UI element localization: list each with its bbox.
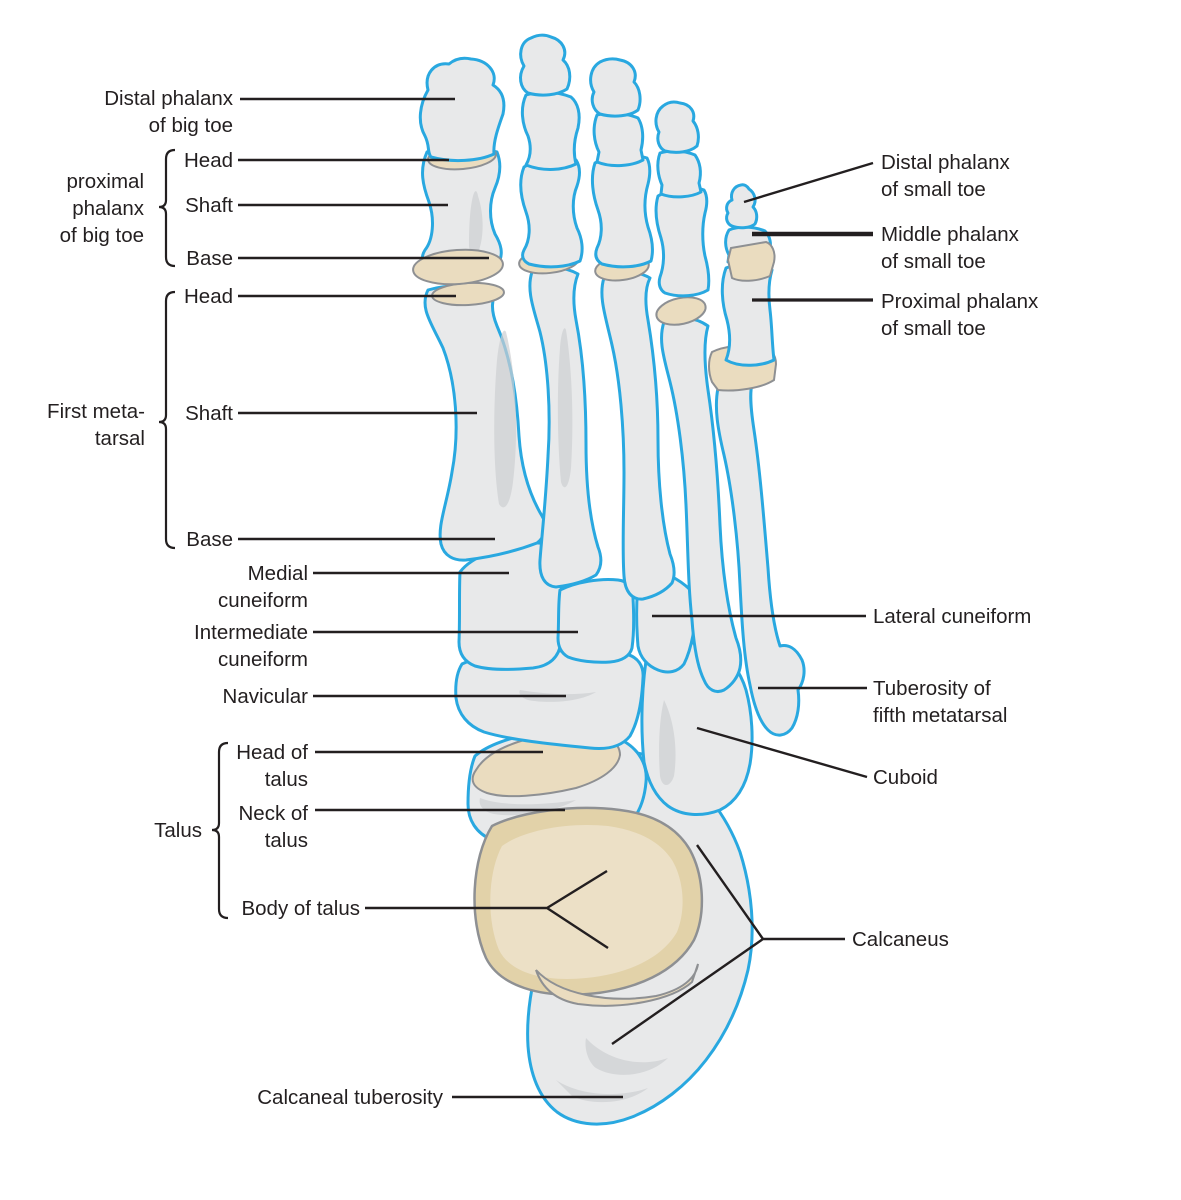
third-distal-phalanx-bone <box>589 57 642 118</box>
label-meta-base: Base <box>186 528 233 551</box>
second-toe-column <box>518 33 603 589</box>
fourth-metatarsal-bone <box>660 316 743 694</box>
bracket-talus-group <box>211 741 229 920</box>
label-proximal-phalanx-group-title: proximal phalanx of big toe <box>59 170 144 248</box>
label-medial-cuneiform: Medial cuneiform <box>217 562 308 613</box>
label-cuboid: Cuboid <box>873 766 938 789</box>
label-distal-phalanx-small-toe: Distal phalanx of small toe <box>881 151 1010 202</box>
talus-body-inner <box>490 824 683 979</box>
fourth-toe-base-cartilage <box>655 296 707 326</box>
label-proximal-phalanx-small-toe: Proximal phalanx of small toe <box>881 290 1039 341</box>
label-head-of-talus: Head of talus <box>236 741 308 792</box>
leader-body-of-talus <box>365 869 609 950</box>
calcaneus-shading <box>585 1038 668 1075</box>
fourth-proximal-phalanx-bone <box>654 186 711 298</box>
label-lateral-cuneiform: Lateral cuneiform <box>873 605 1032 628</box>
leader-calcaneus <box>611 844 845 1045</box>
label-tuberosity-fifth-metatarsal: Tuberosity of fifth metatarsal <box>873 677 1008 728</box>
bracket-first-metatarsal-group <box>158 290 176 550</box>
second-middle-phalanx-bone <box>520 90 581 171</box>
cuboid-shading <box>659 700 676 785</box>
small-toe-joint-cartilage <box>726 240 776 282</box>
label-talus-group-title: Talus <box>154 819 202 842</box>
second-distal-phalanx-bone <box>519 33 572 97</box>
label-meta-shaft: Shaft <box>185 402 233 425</box>
fourth-middle-phalanx-bone <box>656 149 703 199</box>
third-toe-column <box>589 57 676 601</box>
third-proximal-phalanx-bone <box>590 153 654 269</box>
label-first-metatarsal-group-title: First meta- tarsal <box>47 400 145 451</box>
third-middle-phalanx-bone <box>592 111 645 168</box>
big-toe-column <box>412 56 547 562</box>
first-metatarsal-shading <box>494 330 517 508</box>
label-meta-head: Head <box>183 285 233 308</box>
intermediate-cuneiform-bone <box>556 578 636 664</box>
distal-phalanx-big-toe-bone <box>418 56 506 163</box>
label-intermediate-cuneiform: Intermediate cuneiform <box>194 621 308 672</box>
fourth-distal-phalanx-bone <box>654 100 700 154</box>
leader-cuboid <box>696 726 868 779</box>
label-calcaneus: Calcaneus <box>852 928 949 951</box>
small-toe-distal-phalanx-bone <box>725 183 759 230</box>
label-prox-base: Base <box>186 247 233 270</box>
third-metatarsal-bone <box>600 270 676 601</box>
label-neck-of-talus: Neck of talus <box>238 802 309 853</box>
small-toe-column <box>708 183 806 737</box>
leader-distal-phalanx-small-toe <box>743 161 874 204</box>
first-metatarsal-bone <box>423 284 547 562</box>
leader-lines <box>238 97 874 1099</box>
fourth-toe-column <box>654 100 743 694</box>
label-body-of-talus: Body of talus <box>241 897 360 920</box>
calcaneus-tan-sliver <box>535 963 699 1007</box>
label-prox-shaft: Shaft <box>185 194 233 217</box>
label-calcaneal-tuberosity: Calcaneal tuberosity <box>257 1086 443 1109</box>
second-proximal-phalanx-bone <box>519 156 584 269</box>
label-middle-phalanx-small-toe: Middle phalanx of small toe <box>881 223 1019 274</box>
talus-bone <box>466 729 704 1007</box>
label-navicular: Navicular <box>222 685 308 708</box>
second-metatarsal-shading <box>557 328 573 488</box>
bracket-proximal-phalanx-group <box>158 148 176 268</box>
label-prox-head: Head <box>183 149 233 172</box>
proximal-phalanx-shading <box>469 191 483 255</box>
label-distal-phalanx-big-toe: Distal phalanx of big toe <box>104 87 233 138</box>
fifth-metatarsal-bone <box>714 379 806 737</box>
